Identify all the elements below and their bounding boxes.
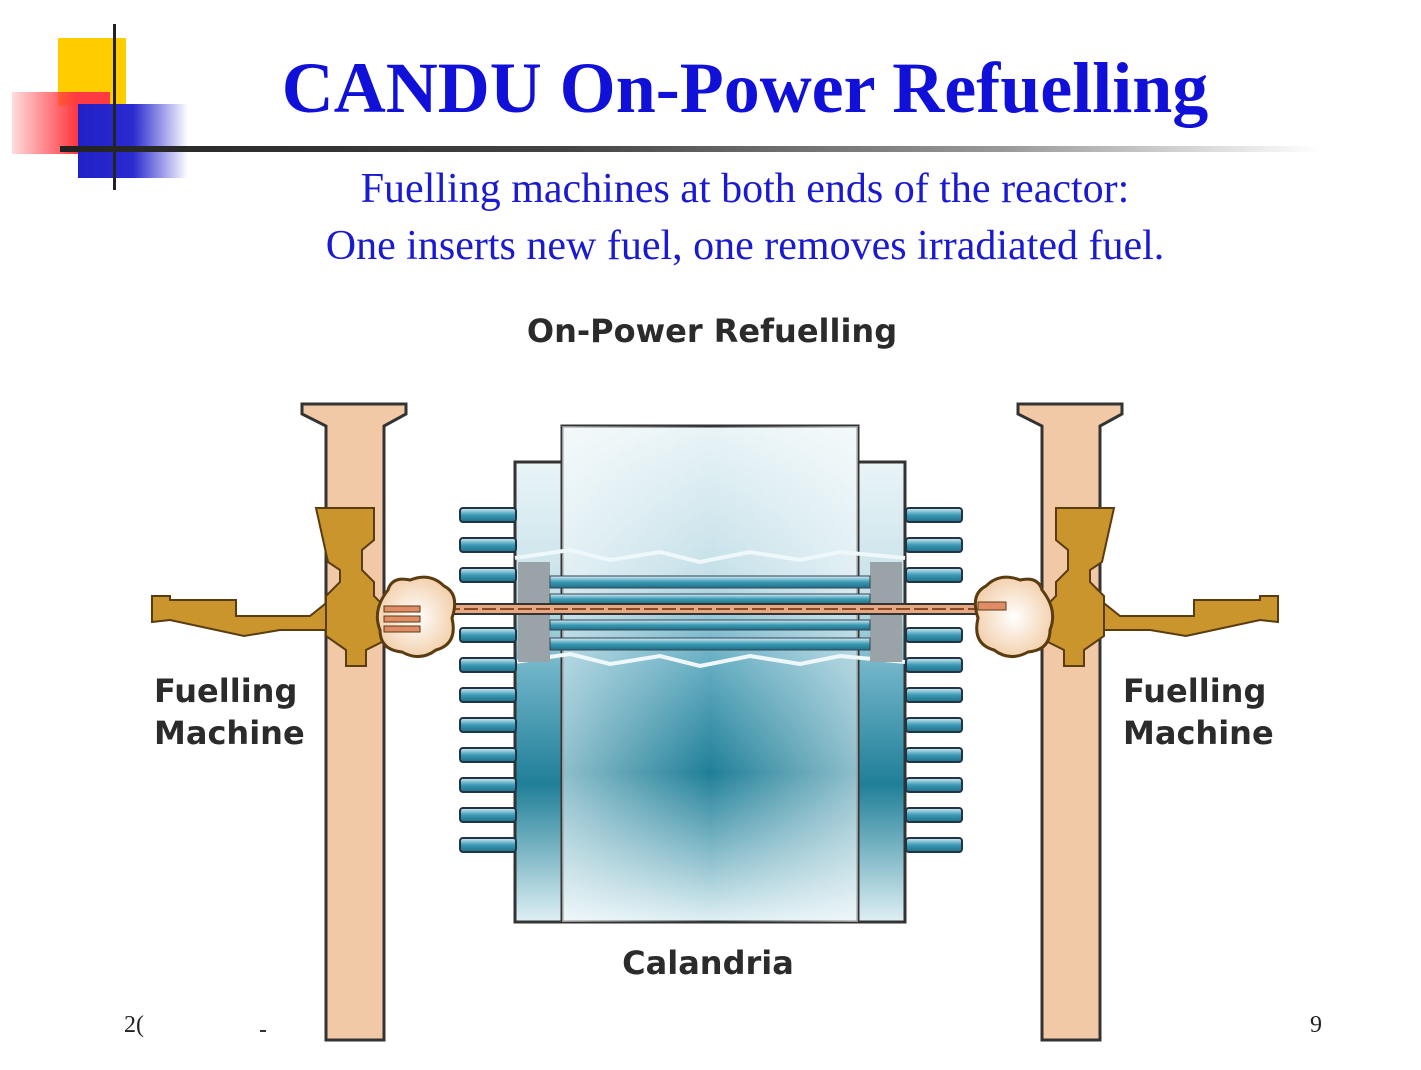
right-fuelling-machine xyxy=(975,508,1278,666)
decor-vertical-line xyxy=(113,24,116,190)
subtitle-line-2: One inserts new fuel, one removes irradi… xyxy=(230,221,1260,271)
slide-title: CANDU On-Power Refuelling xyxy=(230,48,1260,128)
refuelling-diagram: On-Power Refuelling xyxy=(140,300,1290,1060)
calandria-label: Calandria xyxy=(622,944,794,982)
title-rule xyxy=(60,146,1320,152)
left-label-line-2: Machine xyxy=(154,714,305,752)
left-end-fittings xyxy=(460,508,516,852)
left-support-column xyxy=(302,404,406,1040)
right-label-line-2: Machine xyxy=(1123,714,1274,752)
left-label-line-1: Fuelling xyxy=(154,672,297,710)
footer-date: 2( xyxy=(124,1012,144,1039)
footer-separator xyxy=(260,1030,266,1032)
diagram-heading: On-Power Refuelling xyxy=(527,312,897,350)
left-fuelling-machine xyxy=(152,508,455,666)
right-label-line-1: Fuelling xyxy=(1123,672,1266,710)
right-end-fittings xyxy=(906,508,962,852)
page-number: 9 xyxy=(1310,1012,1322,1039)
subtitle-line-1: Fuelling machines at both ends of the re… xyxy=(230,164,1260,214)
decor-blue-square xyxy=(78,104,188,178)
right-support-column xyxy=(1018,404,1122,1040)
